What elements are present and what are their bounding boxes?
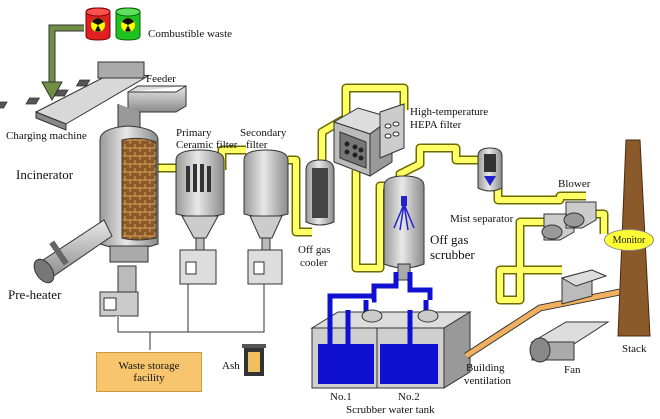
waste-feed-arrow <box>41 24 84 102</box>
building-ventilation-duct <box>464 288 621 359</box>
label-tank-no2: No.2 <box>398 391 420 403</box>
storage-line2: facility <box>133 372 165 384</box>
label-ventilation-line1: Building <box>466 362 505 374</box>
storage-line1: Waste storage <box>118 360 180 372</box>
radiation-drum-green-icon <box>115 7 141 41</box>
mist-separator <box>477 147 503 192</box>
label-hepa-line2: HEPA filter <box>410 119 462 131</box>
incinerator <box>99 125 159 263</box>
pre-heater <box>33 219 113 284</box>
label-hepa-line1: High-temperature <box>410 106 489 118</box>
label-scrubber-water-tank: Scrubber water tank <box>346 404 435 416</box>
label-primary-line1: Primary <box>176 127 212 139</box>
blower <box>541 201 597 241</box>
label-secondary-line2: filter <box>246 139 268 151</box>
label-blower: Blower <box>558 178 591 190</box>
hepa-filter <box>332 103 405 177</box>
label-feeder: Feeder <box>146 73 176 85</box>
scrubber-water-tank <box>310 311 472 389</box>
ash-discharge <box>99 265 266 350</box>
label-primary-line2: Ceramic filter <box>176 139 238 151</box>
label-cooler-line1: Off gas <box>298 244 331 256</box>
label-stack: Stack <box>622 343 647 355</box>
gas-ducts <box>150 83 609 305</box>
label-secondary-line1: Secondary <box>240 127 287 139</box>
off-gas-scrubber <box>383 175 425 281</box>
label-tank-no1: No.1 <box>330 391 352 403</box>
monitor-badge: Monitor <box>604 229 654 251</box>
label-cooler-line2: cooler <box>300 257 328 269</box>
label-fan: Fan <box>564 364 581 376</box>
label-scrubber-line2: scrubber <box>430 247 475 262</box>
secondary-filter <box>243 149 289 285</box>
water-piping <box>327 272 433 344</box>
primary-ceramic-filter <box>175 149 225 285</box>
fan <box>529 269 610 363</box>
label-incinerator: Incinerator <box>16 167 74 182</box>
label-charging-machine: Charging machine <box>6 130 87 142</box>
label-mist-separator: Mist separator <box>450 213 514 225</box>
label-ventilation-line2: ventilation <box>464 375 512 387</box>
radiation-drum-red-icon <box>85 7 111 41</box>
water-pumps <box>361 309 439 323</box>
charging-machine <box>0 61 150 131</box>
feeder <box>117 85 187 129</box>
label-ash: Ash <box>222 360 240 372</box>
waste-storage-facility: Waste storage facility <box>96 352 202 392</box>
ash-container <box>242 344 266 376</box>
off-gas-cooler <box>305 159 335 226</box>
label-pre-heater: Pre-heater <box>8 287 62 302</box>
label-scrubber-line1: Off gas <box>430 232 469 247</box>
label-combustible-waste: Combustible waste <box>148 28 233 40</box>
